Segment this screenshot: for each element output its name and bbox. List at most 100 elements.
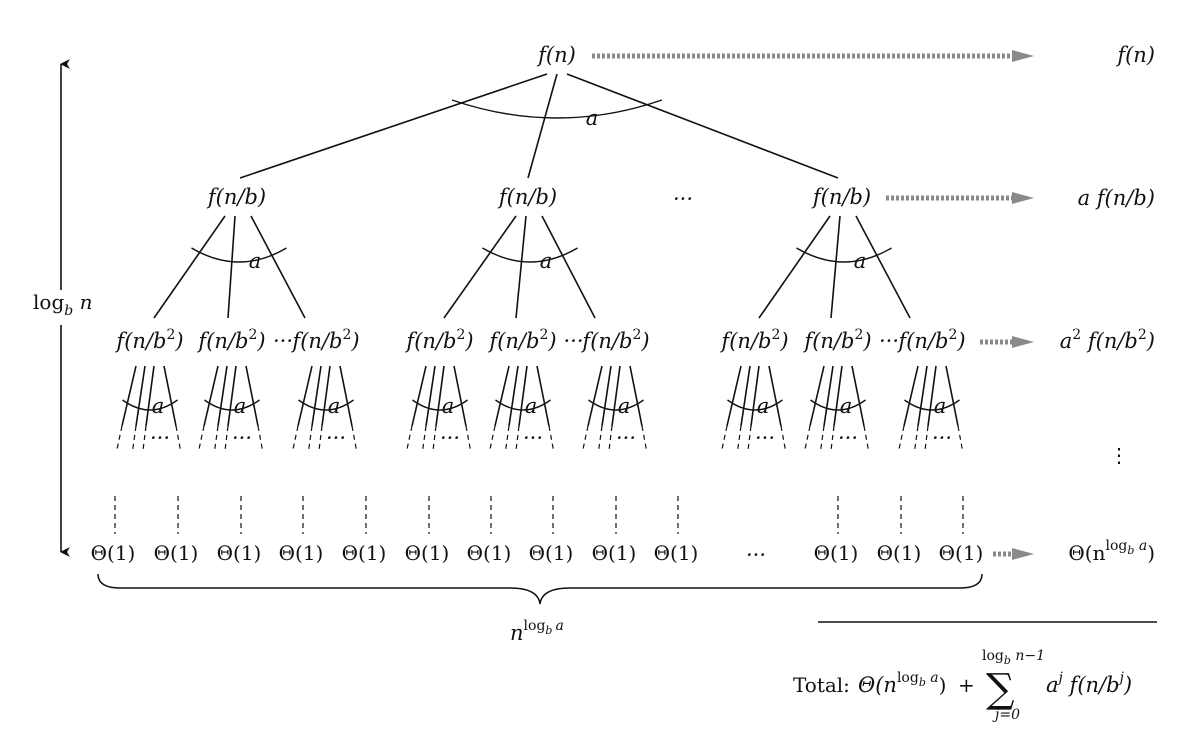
level3-arc-6	[727, 399, 783, 411]
level3-arc-label-4: a	[525, 394, 538, 418]
level3-dash-8-1	[913, 425, 919, 453]
level3-dash-0-2	[142, 425, 147, 453]
height-arrow: logb n	[33, 59, 92, 557]
level0-sum: f(n)	[1115, 43, 1155, 67]
level3-edge-8-0	[903, 365, 919, 427]
level3-arc-1	[204, 399, 260, 411]
level3-dash-2-3	[351, 425, 358, 453]
level3-dash-4-1	[504, 425, 510, 453]
level1-edge-left-1	[443, 215, 517, 319]
level3-edge-2-2	[321, 365, 331, 427]
level3-edge-1-0	[203, 365, 219, 427]
level3-ellipsis-1: ···	[232, 426, 252, 450]
level1-sum-arrow	[886, 192, 1034, 204]
level3-edge-6-0	[726, 365, 742, 427]
leaf-brace	[97, 573, 983, 605]
level2-node-0-0: f(n/b2)	[114, 327, 183, 353]
level3-dash-2-1	[307, 425, 313, 453]
level3-arc-label-8: a	[934, 394, 947, 418]
level3-arc-7	[810, 399, 866, 411]
level1-edge-mid-1	[515, 215, 527, 319]
level3-dash-2-0	[291, 425, 299, 453]
level3-dash-1-0	[197, 425, 205, 453]
root-edge-1	[527, 73, 558, 179]
level2-node-2-1: f(n/b2)	[802, 327, 871, 353]
level1-ellipsis: ···	[673, 187, 693, 211]
level2-inline-ellipsis-1: ···	[563, 329, 583, 353]
level3-arc-label-3: a	[442, 394, 455, 418]
level3-arc-0	[122, 399, 178, 411]
level3-arc-8	[904, 399, 960, 411]
level3-edge-4-3	[536, 365, 550, 427]
level3-edge-7-1	[823, 365, 834, 427]
level3-ellipsis-3: ···	[440, 426, 460, 450]
level1-edge-left-0	[153, 215, 226, 319]
level3-edge-1-2	[227, 365, 237, 427]
root-arc	[451, 99, 663, 119]
leaf-node-12: Θ(1)	[939, 541, 984, 565]
level3-dash-0-0	[115, 425, 123, 453]
level2-inline-ellipsis-0: ···	[273, 329, 293, 353]
level3-edge-6-2	[750, 365, 760, 427]
leaf-sum: Θ(nlogb a)	[1068, 538, 1155, 565]
total-sigma: ∑	[986, 666, 1015, 712]
level3-dash-8-2	[924, 425, 929, 453]
level1-node-0: f(n/b)	[206, 185, 266, 209]
level3-dash-6-0	[720, 425, 728, 453]
level0-sum-arrow-head	[1012, 50, 1034, 62]
level1-arc-2	[796, 247, 892, 263]
level3-dash-7-2	[830, 425, 835, 453]
level0-sum-arrow	[592, 50, 1034, 62]
total-sum-lower: j=0	[992, 707, 1020, 723]
level3-dash-7-0	[803, 425, 811, 453]
level3-edge-7-0	[809, 365, 825, 427]
level3-edge-0-3	[163, 365, 177, 427]
leaf-node-7: Θ(1)	[529, 541, 574, 565]
level3-edge-7-3	[851, 365, 865, 427]
total-theta: Θ(nlogb a)	[858, 670, 946, 697]
level1-node-2: f(n/b)	[811, 185, 871, 209]
level3-dash-8-3	[957, 425, 964, 453]
level3-edge-4-1	[508, 365, 519, 427]
level2-node-1-1: f(n/b2)	[487, 327, 556, 353]
root-arc-label: a	[586, 106, 599, 130]
branching-arcs	[122, 99, 960, 411]
level3-edge-0-2	[145, 365, 155, 427]
level3-edge-4-0	[494, 365, 510, 427]
level1-sum: a f(n/b)	[1078, 186, 1155, 210]
level3-edge-8-2	[927, 365, 937, 427]
level3-edge-2-1	[311, 365, 322, 427]
level2-node-0-1: f(n/b2)	[196, 327, 265, 353]
level3-dash-4-2	[515, 425, 520, 453]
level3-arc-label-5: a	[618, 394, 631, 418]
level3-edge-5-3	[629, 365, 643, 427]
level1-arc-label-2: a	[854, 249, 867, 273]
level1-edge-left-2	[758, 215, 831, 319]
level2-sum-arrow-head	[1012, 336, 1034, 348]
level1-arc-0	[191, 247, 287, 263]
level3-edge-5-1	[601, 365, 612, 427]
total-prefix: Total:	[793, 673, 850, 697]
level2-node-2-2: f(n/b2)	[896, 327, 965, 353]
level3-dash-1-1	[213, 425, 219, 453]
level3-ellipsis-4: ···	[523, 426, 543, 450]
level3-edge-6-3	[768, 365, 782, 427]
level-sum-arrows	[592, 50, 1034, 560]
level3-edge-0-1	[135, 365, 146, 427]
total-formula: Total: Θ(nlogb a) + ∑ logb n−1 j=0 aj f(…	[793, 648, 1132, 723]
level3-dash-7-3	[863, 425, 870, 453]
level2-node-1-0: f(n/b2)	[404, 327, 473, 353]
level3-edge-2-0	[297, 365, 313, 427]
level3-dash-0-1	[131, 425, 137, 453]
level1-sum-arrow-head	[1012, 192, 1034, 204]
level3-dash-8-0	[897, 425, 905, 453]
level3-ellipsis-5: ···	[616, 426, 636, 450]
leaf-node-8: Θ(1)	[592, 541, 637, 565]
leaf-node-5: Θ(1)	[405, 541, 450, 565]
leaf-node-3: Θ(1)	[279, 541, 324, 565]
level3-dash-1-2	[224, 425, 229, 453]
